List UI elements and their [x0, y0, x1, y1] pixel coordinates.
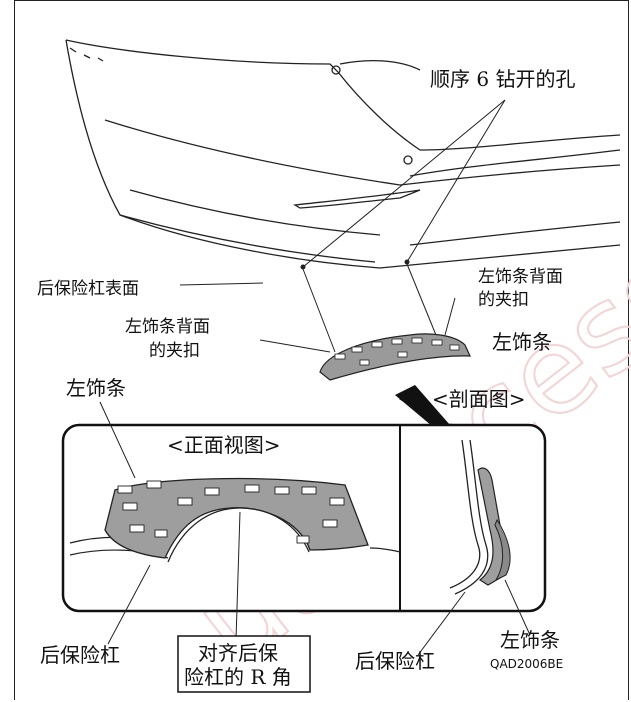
drill-holes	[179, 99, 506, 353]
trim-bottom-right-label: 左饰条	[500, 628, 560, 652]
trim-piece-small	[259, 297, 471, 381]
section-view-drawing	[417, 439, 531, 656]
bumper-bottom-left-label: 后保险杠	[40, 643, 120, 667]
trim-left-label: 左饰条	[66, 376, 126, 400]
align-callout-box	[177, 635, 311, 693]
clip-back-left-label-1: 左饰条背面	[125, 317, 210, 337]
front-view-title: <正面视图>	[167, 433, 281, 457]
clip-back-left-label-2: 的夹扣	[149, 341, 200, 361]
section-pointer	[395, 385, 450, 426]
bumper-surface-label: 后保险杠表面	[37, 279, 139, 299]
bumper-bottom-mid-label: 后保险杠	[355, 649, 435, 673]
clip-back-right-label-2: 的夹扣	[478, 290, 529, 310]
section-view-title: <剖面图>	[432, 387, 526, 411]
holes-drilled-label: 顺序 6 钻开的孔	[430, 67, 575, 91]
bumper-illustration	[65, 39, 621, 269]
align-label-line-2: 险杠的 R 角	[184, 665, 292, 689]
clip-back-right-label-1: 左饰条背面	[478, 267, 563, 287]
align-label-line-1: 对齐后保	[198, 641, 278, 665]
trim-top-label: 左饰条	[492, 330, 552, 354]
figure-frame	[14, 0, 629, 700]
figure-code: QAD2006BE	[490, 657, 563, 671]
front-view-drawing	[69, 401, 401, 645]
